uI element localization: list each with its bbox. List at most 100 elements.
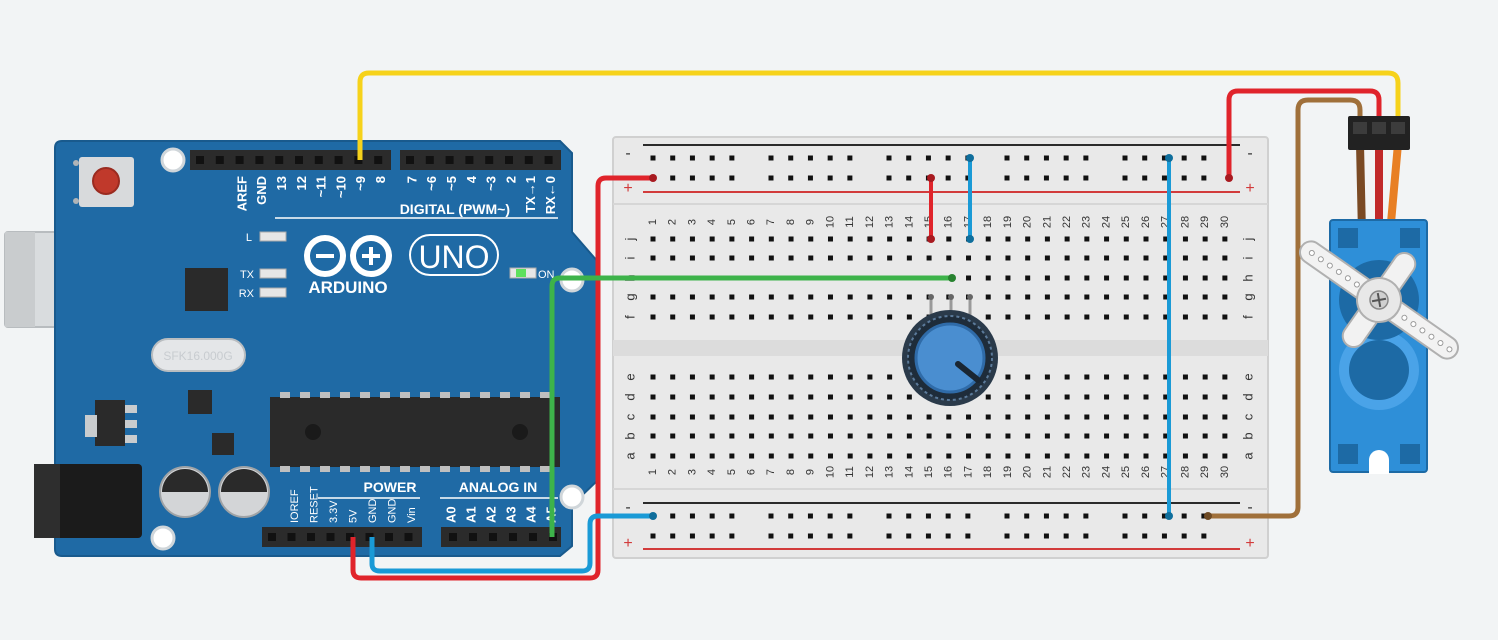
header-pin-hole[interactable] [404,533,413,541]
breadboard-hole[interactable] [768,236,774,242]
breadboard-hole[interactable] [670,394,676,400]
wire-green-analog[interactable] [549,275,952,537]
breadboard-hole[interactable] [1143,255,1149,261]
breadboard-hole[interactable] [1044,414,1050,420]
header-pin-hole[interactable] [326,533,335,541]
breadboard-hole[interactable] [887,374,893,380]
breadboard-hole[interactable] [1123,414,1129,420]
rail-hole[interactable] [1004,155,1010,161]
rail-hole[interactable] [1201,155,1207,161]
rail-hole[interactable] [906,533,912,539]
breadboard-hole[interactable] [1044,453,1050,459]
rail-hole[interactable] [1083,533,1089,539]
rail-hole[interactable] [1063,155,1069,161]
breadboard-hole[interactable] [847,433,853,439]
breadboard-hole[interactable] [887,433,893,439]
rail-hole[interactable] [1142,533,1148,539]
rail-hole[interactable] [709,533,715,539]
breadboard-hole[interactable] [1005,255,1011,261]
breadboard-hole[interactable] [768,294,774,300]
breadboard-hole[interactable] [749,236,755,242]
breadboard-hole[interactable] [1025,453,1031,459]
breadboard-hole[interactable] [670,453,676,459]
breadboard-hole[interactable] [729,236,735,242]
rail-hole[interactable] [1201,533,1207,539]
breadboard-hole[interactable] [1123,394,1129,400]
breadboard-hole[interactable] [650,374,656,380]
breadboard-hole[interactable] [906,453,912,459]
rail-hole[interactable] [1083,155,1089,161]
breadboard-hole[interactable] [689,394,695,400]
breadboard-hole[interactable] [1084,414,1090,420]
breadboard-hole[interactable] [1064,453,1070,459]
breadboard-hole[interactable] [788,236,794,242]
potentiometer-knob[interactable] [914,322,986,394]
header-pin-hole[interactable] [334,156,343,164]
breadboard-hole[interactable] [670,414,676,420]
header-pin-hole[interactable] [425,156,434,164]
rail-hole[interactable] [1004,513,1010,519]
breadboard-hole[interactable] [887,394,893,400]
breadboard-hole[interactable] [808,453,814,459]
rail-hole[interactable] [807,533,813,539]
breadboard-hole[interactable] [1202,314,1208,320]
breadboard-hole[interactable] [1025,236,1031,242]
rail-hole[interactable] [1063,533,1069,539]
breadboard-hole[interactable] [1044,294,1050,300]
breadboard-hole[interactable] [709,236,715,242]
breadboard-hole[interactable] [1222,374,1228,380]
breadboard-hole[interactable] [1202,236,1208,242]
breadboard-hole[interactable] [946,433,952,439]
breadboard-hole[interactable] [985,275,991,281]
rail-hole[interactable] [886,175,892,181]
breadboard-hole[interactable] [847,255,853,261]
rail-hole[interactable] [689,175,695,181]
reset-button[interactable] [73,157,134,207]
rail-hole[interactable] [650,533,656,539]
breadboard-hole[interactable] [1182,433,1188,439]
breadboard-hole[interactable] [808,294,814,300]
wire-brown-servo-ground[interactable] [1208,97,1363,519]
breadboard-hole[interactable] [1005,314,1011,320]
rail-hole[interactable] [906,155,912,161]
breadboard-hole[interactable] [689,433,695,439]
rail-hole[interactable] [788,175,794,181]
rail-hole[interactable] [827,175,833,181]
breadboard-hole[interactable] [1182,236,1188,242]
breadboard-hole[interactable] [1123,314,1129,320]
breadboard-hole[interactable] [1143,394,1149,400]
breadboard-hole[interactable] [966,275,972,281]
breadboard-hole[interactable] [709,394,715,400]
breadboard-hole[interactable] [887,414,893,420]
breadboard-hole[interactable] [985,294,991,300]
wire-red-servo-power[interactable] [1226,88,1382,178]
breadboard-hole[interactable] [867,255,873,261]
breadboard-hole[interactable] [1084,453,1090,459]
breadboard-hole[interactable] [808,236,814,242]
breadboard-hole[interactable] [827,394,833,400]
breadboard-hole[interactable] [827,314,833,320]
breadboard-hole[interactable] [729,255,735,261]
breadboard-hole[interactable] [1222,414,1228,420]
breadboard-hole[interactable] [1143,433,1149,439]
breadboard-hole[interactable] [1064,414,1070,420]
header-pin-hole[interactable] [307,533,315,541]
breadboard-hole[interactable] [1025,275,1031,281]
breadboard-hole[interactable] [906,294,912,300]
header-pin-hole[interactable] [385,533,393,541]
breadboard-hole[interactable] [1084,275,1090,281]
rail-hole[interactable] [689,513,695,519]
breadboard-hole[interactable] [1123,294,1129,300]
breadboard-hole[interactable] [1182,314,1188,320]
breadboard-hole[interactable] [1202,374,1208,380]
breadboard-hole[interactable] [1202,294,1208,300]
breadboard-hole[interactable] [1025,314,1031,320]
breadboard-hole[interactable] [1163,294,1169,300]
breadboard-hole[interactable] [1005,294,1011,300]
breadboard-hole[interactable] [827,294,833,300]
breadboard-hole[interactable] [1064,275,1070,281]
breadboard-hole[interactable] [749,314,755,320]
breadboard-hole[interactable] [689,236,695,242]
breadboard-hole[interactable] [926,255,932,261]
breadboard-hole[interactable] [1123,374,1129,380]
